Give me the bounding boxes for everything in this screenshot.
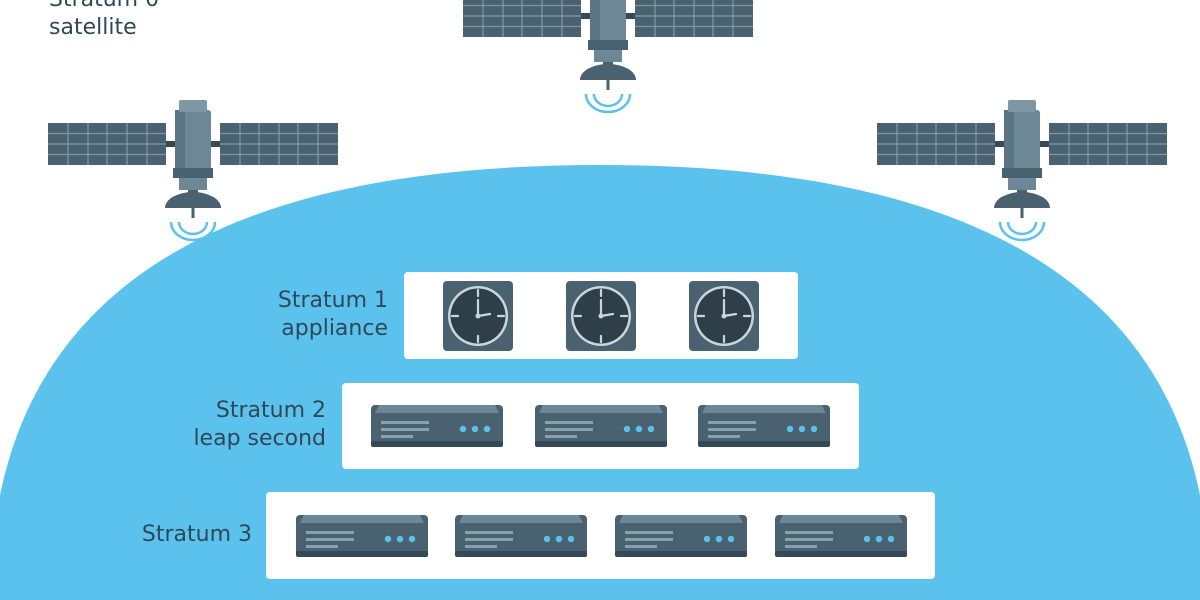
server-icon bbox=[371, 405, 503, 447]
stratum-0-line2: satellite bbox=[49, 15, 137, 40]
server-icon bbox=[296, 515, 428, 557]
sky-dome bbox=[0, 165, 1200, 600]
stratum-3-label: Stratum 3 bbox=[142, 521, 252, 549]
stratum-2-line1: Stratum 2 bbox=[215, 398, 326, 423]
stratum-0-line1: Stratum 0 bbox=[49, 0, 159, 14]
clock-icon bbox=[564, 279, 638, 353]
server-icon bbox=[775, 515, 907, 557]
clock-icon bbox=[687, 279, 761, 353]
stratum-1-line1: Stratum 1 bbox=[277, 288, 388, 313]
clock-icon bbox=[441, 279, 515, 353]
stratum-2-label: Stratum 2 leap second bbox=[193, 397, 326, 453]
stratum-0-label: Stratum 0 satellite bbox=[49, 0, 159, 42]
server-icon bbox=[535, 405, 667, 447]
stratum-2-line2: leap second bbox=[193, 426, 326, 451]
server-icon bbox=[698, 405, 830, 447]
stratum-1-line2: appliance bbox=[281, 316, 388, 341]
server-icon bbox=[455, 515, 587, 557]
stratum-3-line1: Stratum 3 bbox=[141, 522, 252, 547]
server-icon bbox=[615, 515, 747, 557]
stratum-1-label: Stratum 1 appliance bbox=[278, 287, 388, 343]
